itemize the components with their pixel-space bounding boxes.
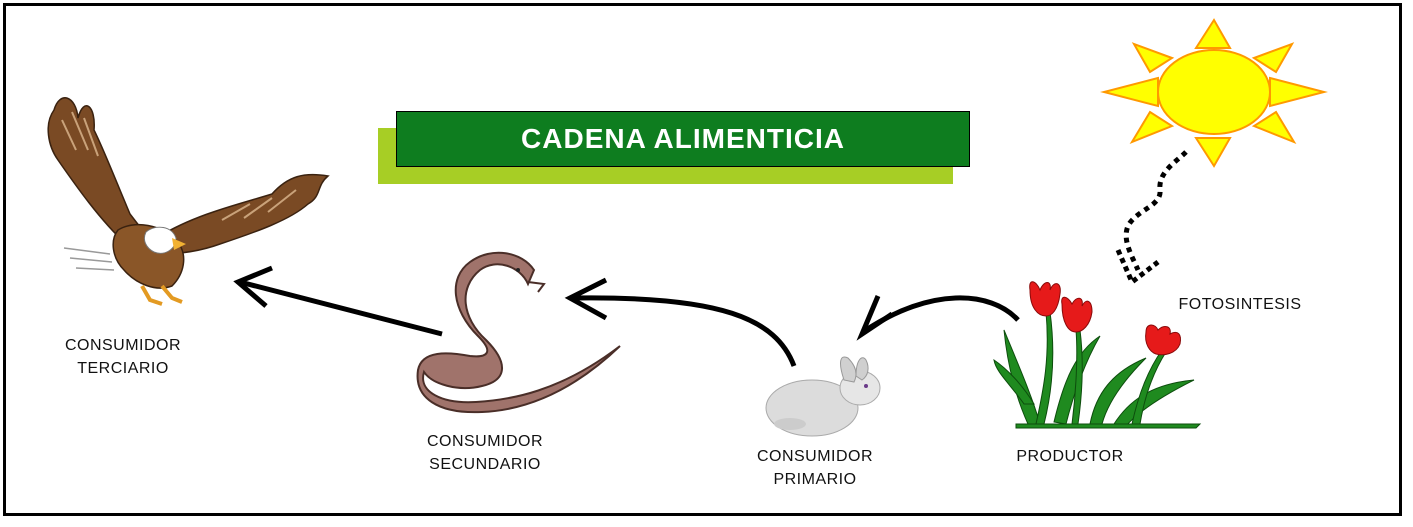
label-fotosintesis: FOTOSINTESIS xyxy=(1178,296,1302,313)
arrow-primario-to-secundario xyxy=(564,277,797,367)
title-banner: CADENA ALIMENTICIA xyxy=(396,111,970,167)
diagram-frame xyxy=(3,3,1402,516)
sun-icon xyxy=(1100,18,1328,168)
tulips-icon xyxy=(993,281,1202,429)
arrow-secundario-to-terciario xyxy=(233,265,443,337)
label-consumidor-secundario: CONSUMIDOR SECUNDARIO xyxy=(426,433,544,473)
photosynthesis-arrow xyxy=(1115,150,1188,286)
label-productor: PRODUCTOR xyxy=(1016,448,1124,465)
label-consumidor-primario: CONSUMIDOR PRIMARIO xyxy=(756,448,874,488)
eagle-icon xyxy=(47,97,330,306)
label-consumidor-terciario: CONSUMIDOR TERCIARIO xyxy=(64,337,182,377)
snake-icon xyxy=(416,251,621,414)
arrow-productor-to-primario xyxy=(856,295,1020,341)
rabbit-icon xyxy=(765,356,881,437)
